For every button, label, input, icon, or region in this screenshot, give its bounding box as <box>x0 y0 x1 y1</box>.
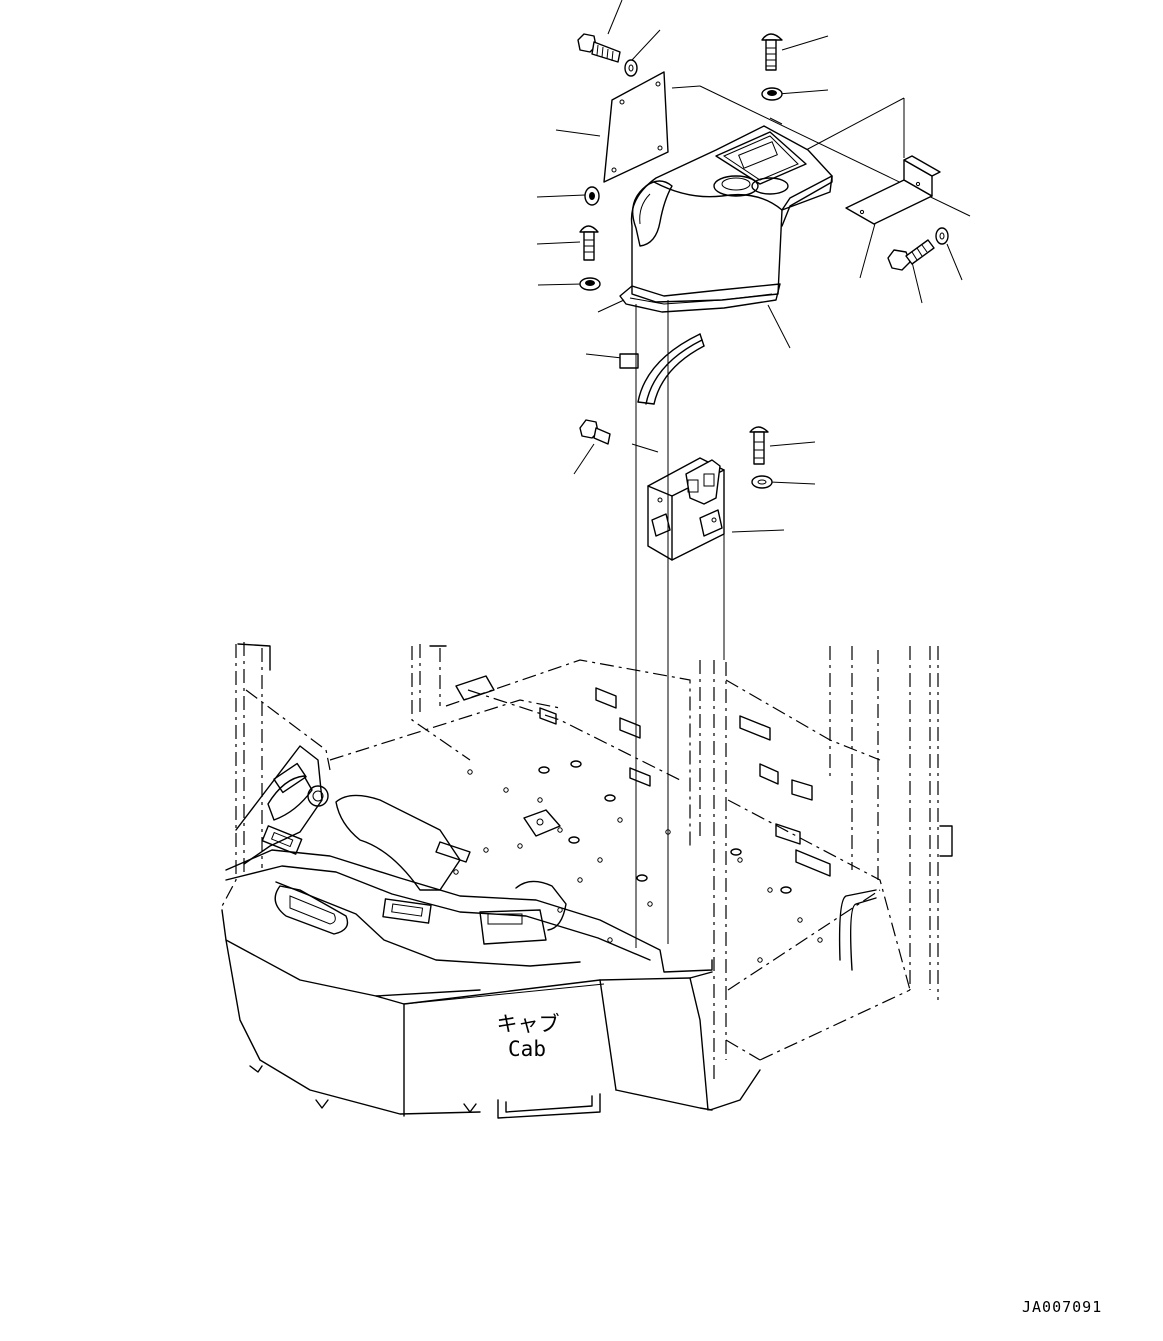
cab-label-japanese: キャブ <box>497 1012 560 1036</box>
console-mount-bracket <box>648 458 724 560</box>
leader-lines <box>537 0 970 532</box>
access-cover-plate <box>604 72 668 182</box>
mounting-bracket-right <box>846 156 940 224</box>
round-head-bolt-left <box>580 226 598 260</box>
washer-right <box>936 228 948 244</box>
cab-structure <box>220 642 952 1118</box>
washer-top-left <box>625 60 637 76</box>
hex-bolt-top-left <box>578 34 620 62</box>
harness-clip <box>620 354 638 368</box>
round-head-bolt-top <box>762 34 782 70</box>
assembly-center-lines <box>636 300 724 948</box>
nut-left-lower <box>580 278 600 290</box>
round-head-bolt-lower <box>750 427 768 464</box>
wire-harness-strip <box>638 334 704 404</box>
nut-left-upper <box>585 187 599 205</box>
nut-top <box>762 88 782 100</box>
cab-label-english: Cab <box>508 1037 546 1061</box>
hex-bolt-lower-left <box>580 420 610 444</box>
side-console-cover <box>620 126 832 312</box>
drawing-id: JA007091 <box>1022 1298 1102 1316</box>
hex-bolt-right <box>888 240 934 270</box>
washer-lower <box>752 476 772 488</box>
